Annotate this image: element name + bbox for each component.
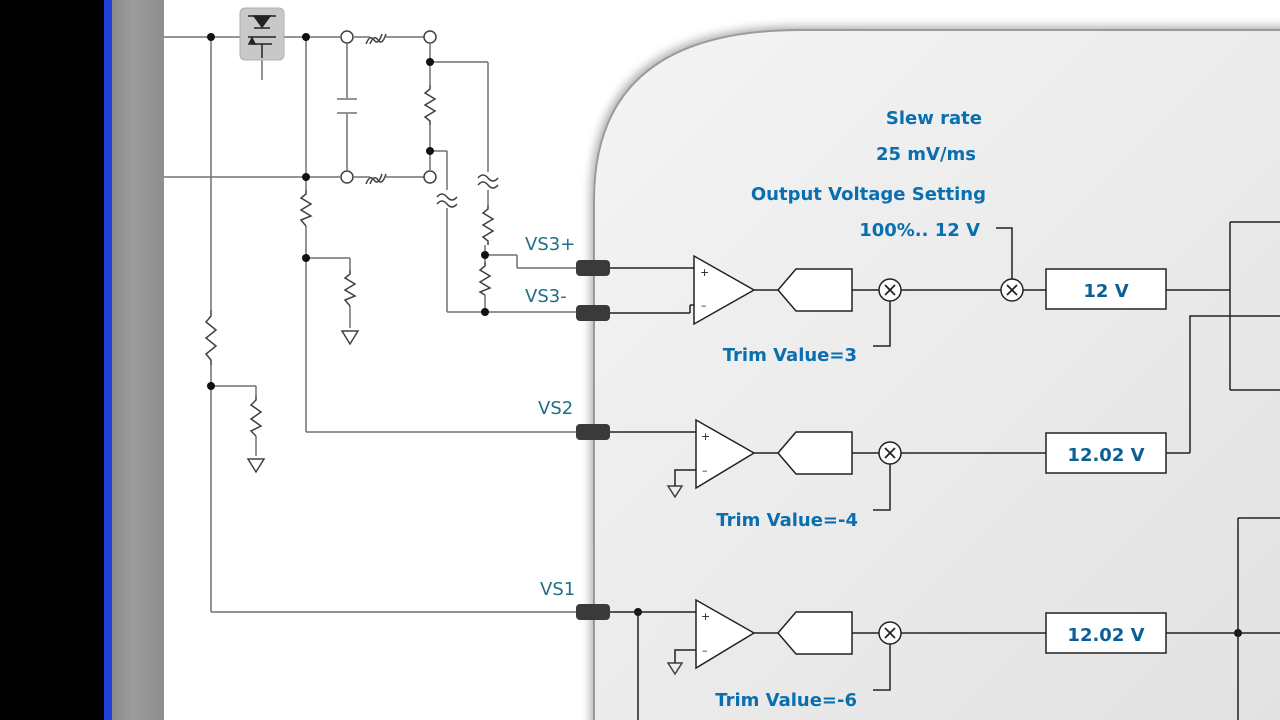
output-boxes: [1045, 268, 1167, 654]
op-amps: [693, 254, 756, 670]
svg-text:+: +: [701, 430, 710, 443]
ground-icon: [340, 330, 360, 346]
svg-text:–: –: [701, 299, 707, 312]
break-icon: [477, 181, 499, 189]
svg-text:–: –: [702, 644, 708, 657]
trim-value-1: Trim Value=3: [723, 345, 857, 366]
terminal-node: [423, 30, 437, 44]
output-voltage-setting-value: 100%.. 12 V: [859, 220, 980, 241]
break-icon: [477, 174, 499, 182]
svg-text:+: +: [701, 610, 710, 623]
break-icon: [369, 173, 387, 185]
output-box-2: [1045, 432, 1167, 474]
pin-label-vs3m: VS3-: [525, 286, 567, 307]
junction-dot: [302, 254, 310, 262]
terminal-node: [423, 170, 437, 184]
resistor-r1: [423, 85, 437, 125]
chip-pins: [576, 260, 610, 620]
svg-text:+: +: [700, 266, 709, 279]
controller-chip-body: [593, 29, 1280, 720]
output-box-1: [1045, 268, 1167, 310]
break-icon: [365, 33, 383, 45]
output-voltage-2: 12.02 V: [1067, 445, 1144, 466]
pin-vs1: [576, 604, 610, 620]
resistor-r7: [249, 396, 263, 437]
break-icon: [436, 193, 458, 201]
junction-dot: [302, 33, 310, 41]
internal-wiring: [610, 221, 1280, 720]
multipliers: [878, 278, 1024, 645]
adc-block-icon: [777, 268, 853, 312]
slew-rate-value: 25 mV/ms: [876, 144, 976, 165]
resistor-r5: [343, 270, 357, 307]
output-box-3: [1045, 612, 1167, 654]
output-voltage-3: 12.02 V: [1067, 625, 1144, 646]
window-frame-gray: [112, 0, 164, 720]
junction-dot: [481, 308, 489, 316]
opamp-icon: [695, 598, 756, 670]
trim-value-3: Trim Value=-6: [715, 690, 857, 711]
output-voltage-1: 12 V: [1083, 281, 1128, 302]
terminal-node: [340, 170, 354, 184]
resistor-r4: [299, 190, 313, 227]
adc-blocks: [777, 268, 853, 655]
break-icon: [365, 173, 383, 185]
mosfet-switch: [239, 7, 285, 61]
trim-value-2: Trim Value=-4: [716, 510, 858, 531]
resistors: [204, 85, 495, 437]
junctions: [207, 33, 1242, 637]
junction-dot: [426, 147, 434, 155]
junction-dot: [207, 33, 215, 41]
ground-icon: [246, 458, 266, 474]
window-edge-dark: [0, 0, 104, 720]
pin-vs3p: [576, 260, 610, 276]
junction-dot: [426, 58, 434, 66]
resistor-r3: [478, 262, 492, 296]
external-wiring: [164, 36, 580, 613]
junction-dot: [207, 382, 215, 390]
opamp-signs: + – + – + –: [700, 266, 710, 657]
output-voltage-setting-label: Output Voltage Setting: [751, 184, 986, 205]
adc-block-icon: [777, 611, 853, 655]
terminal-node: [340, 30, 354, 44]
window-border-blue: [104, 0, 112, 720]
junction-dot: [481, 251, 489, 259]
terminals: [340, 30, 437, 184]
adc-block-icon: [777, 431, 853, 475]
resistor-r6: [204, 310, 218, 365]
pin-vs2: [576, 424, 610, 440]
opamp-icon: [695, 418, 756, 490]
pin-label-vs1: VS1: [540, 579, 575, 600]
pin-label-vs2: VS2: [538, 398, 573, 419]
break-icon: [436, 200, 458, 208]
mosfet-icon: [239, 7, 285, 61]
svg-text:–: –: [702, 464, 708, 477]
junction-dot: [302, 173, 310, 181]
slew-rate-label: Slew rate: [886, 108, 982, 129]
resistor-r2: [481, 205, 495, 245]
opamp-icon: [693, 254, 756, 326]
pin-label-vs3p: VS3+: [525, 234, 575, 255]
break-symbols: [365, 33, 499, 208]
pin-vs3m: [576, 305, 610, 321]
break-icon: [369, 33, 387, 45]
